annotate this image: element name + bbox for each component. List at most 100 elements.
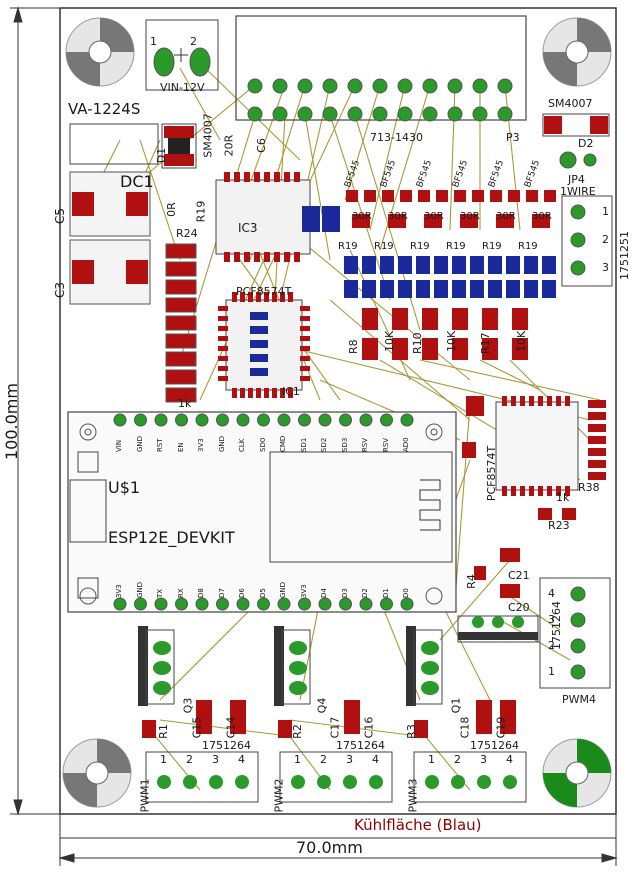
- va-label: VA-1224S: [68, 100, 141, 118]
- c3-label: C3: [53, 281, 68, 299]
- esp-top-pads: [113, 413, 414, 427]
- esp-bottom-pin-label: 3V3: [299, 584, 308, 598]
- r17-label: R17: [479, 332, 492, 354]
- ic-pad: [565, 396, 570, 406]
- dc-label: DC1: [120, 172, 154, 191]
- c21-label: C21: [508, 569, 530, 582]
- r30-label: 30R: [424, 211, 444, 222]
- mosfet-q3: [138, 626, 175, 706]
- r30-label: 30R: [352, 211, 372, 222]
- r30-label: 30R: [532, 211, 552, 222]
- pwm1-pin-number: 4: [238, 753, 245, 766]
- resistor-10k: [482, 338, 498, 360]
- esp-top-pad: [113, 413, 127, 427]
- mounting-hole-bottom-left: [62, 738, 132, 808]
- esp-bottom-pad: [400, 597, 414, 611]
- r0-label: 0R: [164, 202, 178, 217]
- pwm3-conn-label: 1751264: [470, 739, 519, 752]
- header-pad: [497, 106, 513, 122]
- ic-pad: [300, 356, 310, 361]
- blue-pad: [250, 312, 268, 320]
- ic-pad: [272, 388, 277, 398]
- pwm2-pin-number: 3: [346, 753, 353, 766]
- ic-pad: [294, 172, 300, 182]
- pwm4-pads: [570, 586, 586, 680]
- blue-pad: [362, 256, 376, 274]
- pwm4-label: PWM4: [562, 693, 596, 706]
- r30-label: 30R: [388, 211, 408, 222]
- r20-label: 20R: [222, 134, 236, 157]
- mounting-hole-bottom-right: [542, 738, 612, 808]
- ic3-package: [215, 179, 311, 255]
- ic-pad: [565, 486, 570, 496]
- esp-top-pin-label: RST: [156, 438, 164, 452]
- esp-top-pin-label: CLK: [238, 438, 246, 452]
- esp-bottom-pin-label: D6: [238, 588, 246, 598]
- ic-pad: [248, 292, 253, 302]
- esp-top-pin-label: RSV: [381, 437, 390, 452]
- pwm3-pin-number: 3: [480, 753, 487, 766]
- ic-pad: [538, 486, 543, 496]
- r30-label: 30R: [496, 211, 516, 222]
- r19-row-label: R19: [446, 241, 466, 252]
- ic-pad: [248, 388, 253, 398]
- vertical-dimension: [10, 6, 60, 816]
- ic-pad: [234, 172, 240, 182]
- onewire-connector-outline: [561, 195, 613, 287]
- smd-resistor: [165, 261, 197, 277]
- ic-pad: [547, 396, 552, 406]
- vin-pin-1: 1: [150, 35, 157, 48]
- transistor-pad: [418, 190, 430, 202]
- header-pad: [447, 106, 463, 122]
- header-pad: [447, 78, 463, 94]
- resistor-10k: [482, 308, 498, 330]
- smd-resistor: [165, 369, 197, 385]
- r19-row-label: R19: [338, 241, 358, 252]
- ic-pad: [224, 252, 230, 262]
- transistor-pad: [364, 190, 376, 202]
- ic-pad: [224, 172, 230, 182]
- esp-top-pin-label: GND: [135, 435, 144, 452]
- blue-pad: [434, 256, 448, 274]
- blue-pad: [452, 280, 466, 298]
- pwm2-terminal: [279, 751, 393, 803]
- esp-bottom-pad: [134, 597, 147, 611]
- pwm1-label: PWM1: [138, 778, 152, 813]
- esp-bottom-pin-label: RX: [176, 588, 185, 598]
- antenna-meander: [419, 479, 441, 531]
- capacitor-c5: [69, 171, 151, 237]
- onewire-pin-1: 1: [602, 205, 609, 218]
- esp-top-pin-label: GND: [217, 435, 226, 452]
- blue-pad: [344, 280, 358, 298]
- vin-pin-2: 2: [190, 35, 197, 48]
- pwm1-conn-label: 1751264: [202, 739, 251, 752]
- resistor-row-10k: [362, 308, 528, 360]
- r24-resistor-array: [165, 243, 197, 403]
- ic-pad: [218, 356, 228, 361]
- esp-bottom-pad: [195, 597, 209, 611]
- esp-bottom-pin-label: GND: [135, 581, 144, 598]
- ic-pad: [300, 306, 310, 311]
- sm4007-left-label: SM4007: [201, 113, 215, 158]
- ic-pad: [240, 388, 245, 398]
- blue-pad: [416, 256, 430, 274]
- dcdc-module-outline: [69, 123, 159, 165]
- ic-pad: [529, 396, 534, 406]
- c14-label: C14: [224, 716, 238, 739]
- header-pad: [397, 106, 413, 122]
- transistor-row: [346, 190, 556, 228]
- esp-bottom-pin-label: TX: [156, 588, 164, 598]
- ic-pad: [264, 252, 270, 262]
- pwm4-pin-4: 4: [548, 587, 555, 600]
- ic-pad: [264, 388, 269, 398]
- esp-top-pin-label: SD1: [299, 437, 308, 452]
- transistor-pad: [400, 190, 412, 202]
- ic-pad: [218, 306, 228, 311]
- blue-pad: [470, 280, 484, 298]
- blue-pad: [398, 256, 412, 274]
- ic-pad: [232, 292, 237, 302]
- resistor-30r: [532, 214, 550, 228]
- resistor-10k: [392, 308, 408, 330]
- pcf8574t-left-pads: [218, 292, 310, 398]
- ic-pad: [240, 292, 245, 302]
